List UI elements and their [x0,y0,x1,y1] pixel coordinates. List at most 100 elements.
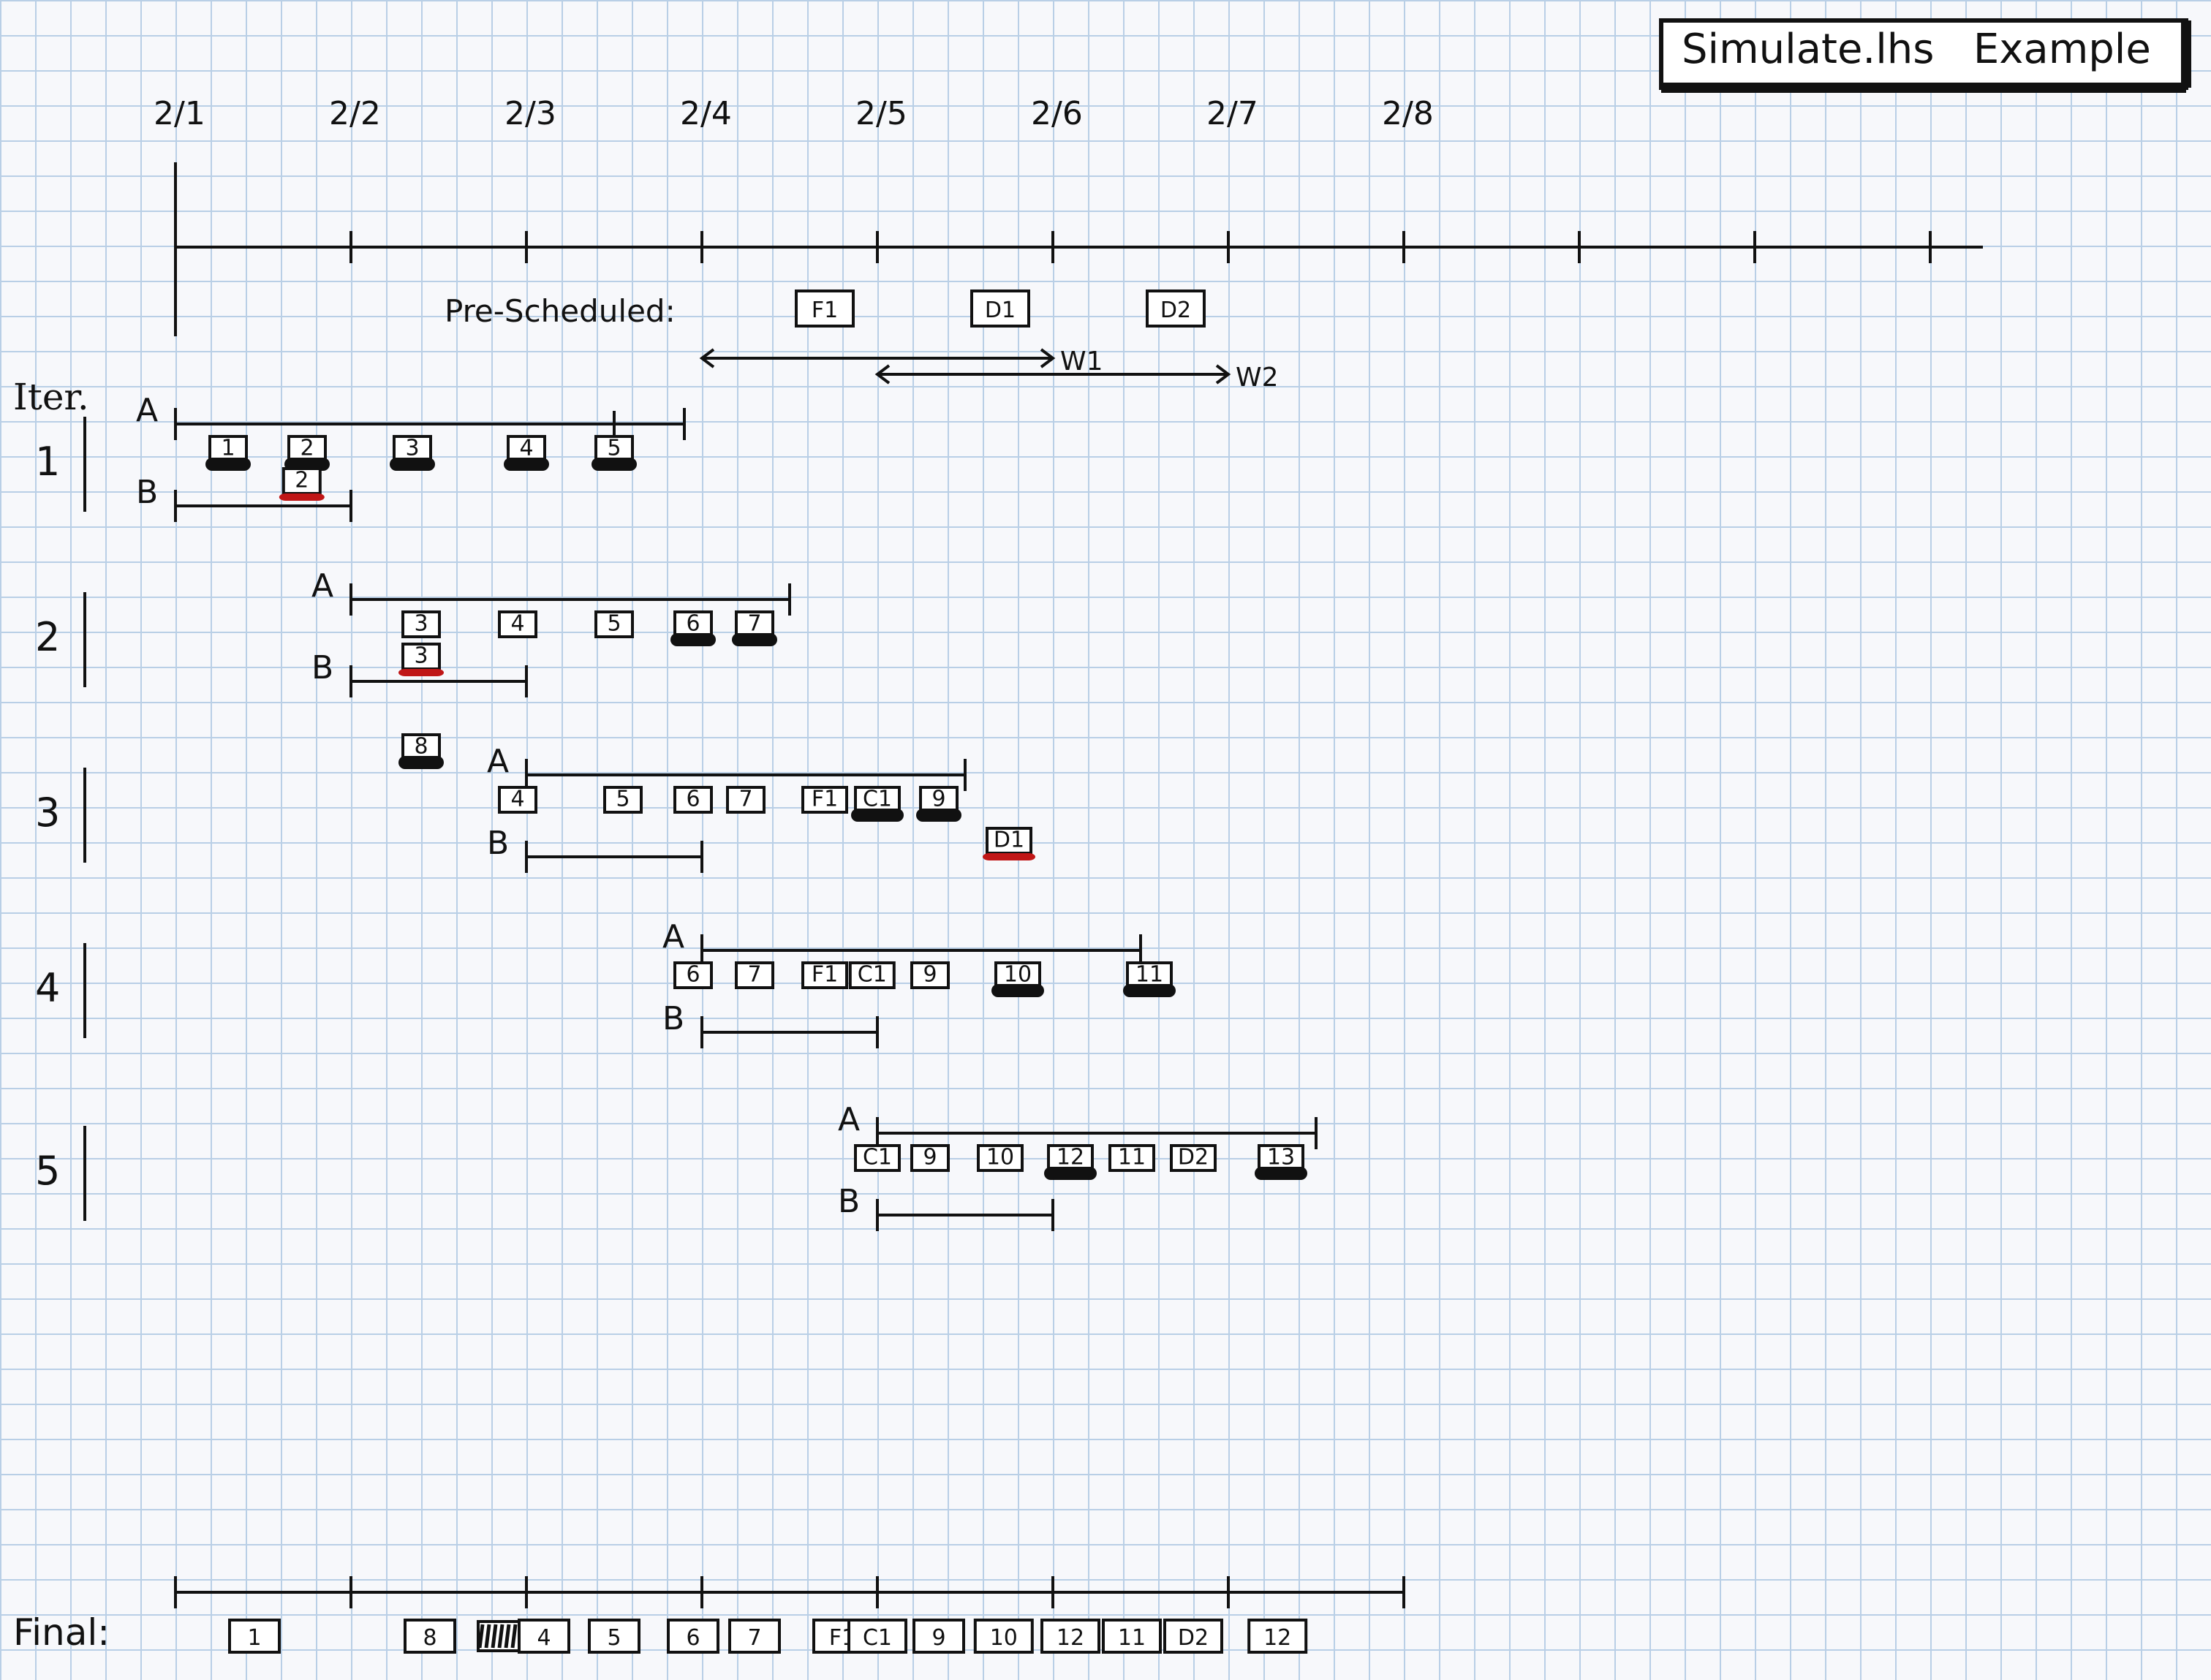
prescheduled-box: F1 [795,290,855,328]
date-label: 2/7 [1206,95,1258,132]
task-box: D1 [986,827,1032,855]
task-label: 7 [738,786,752,811]
task-box: C1 [854,1144,901,1172]
task-box-outline [910,961,950,989]
task-box: F1 [801,961,848,989]
window-label: W2 [1236,363,1279,393]
final-box: 10 [973,1619,1034,1654]
task-box-outline [1126,961,1173,989]
task-box-outline [854,1144,901,1172]
task-label: C1 [858,961,887,987]
task-box: 1 [208,435,248,463]
task-label: 10 [990,1625,1018,1651]
task-label: 6 [686,610,700,636]
prescheduled-label: Pre-Scheduled: [445,293,676,329]
task-box: 11 [1126,961,1173,989]
black-highlight [732,633,777,646]
task-box-outline [1040,1619,1100,1654]
task-label: 5 [607,1625,621,1651]
final-box: 6 [667,1619,719,1654]
task-box-outline [673,786,713,814]
task-box-outline [970,290,1030,328]
black-highlight [205,458,251,471]
task-label: D1 [985,298,1016,323]
resource-label: A [838,1101,860,1138]
scribble-stroke [497,1624,504,1649]
iteration-number: 3 [35,790,60,836]
task-label: 3 [405,435,419,461]
task-label: 11 [1118,1625,1146,1651]
task-label: 3 [414,643,428,668]
resource-line-b: B [662,1000,879,1048]
task-label: 9 [923,961,937,987]
title-box: Simulate.lhs Example [1659,18,2191,93]
task-box: 10 [977,1144,1024,1172]
black-highlight [398,756,444,769]
scribble-stroke [491,1624,498,1649]
task-box: 3 [401,643,441,670]
task-box: 12 [1047,1144,1094,1172]
black-highlight [916,809,961,822]
date-label: 2/6 [1031,95,1083,132]
task-label: F1 [812,786,838,811]
black-highlight [592,458,637,471]
task-box: 9 [910,961,950,989]
task-box: 5 [594,435,634,463]
task-box-outline [912,1619,965,1654]
window-arrow-left [874,364,891,385]
task-label: 9 [923,1144,937,1170]
task-box: 13 [1258,1144,1304,1172]
task-label: C1 [863,1625,892,1651]
task-box: 10 [994,961,1041,989]
task-box-outline [795,290,855,328]
task-label: 5 [607,610,621,636]
task-label: F1 [812,298,838,323]
task-box: 3 [401,610,441,638]
task-box-outline [847,1619,907,1654]
task-box: F1 [801,786,848,814]
task-box-outline [1247,1619,1308,1654]
task-label: 3 [414,610,428,636]
scribble-stroke [504,1624,511,1649]
task-label: 6 [686,961,700,987]
black-highlight [670,633,716,646]
resource-label: B [136,474,158,511]
task-label: C1 [863,786,892,811]
black-highlight [851,809,904,822]
red-highlight [279,493,325,501]
task-box: 5 [594,610,634,638]
final-box: 5 [588,1619,640,1654]
final-box: 4 [518,1619,570,1654]
task-label: 4 [537,1625,551,1651]
iter-label: Iter. [13,376,89,418]
red-highlight [398,669,444,676]
task-box-outline [801,786,848,814]
task-label: 4 [510,786,524,811]
resource-label: A [487,743,509,780]
final-box: 12 [1040,1619,1100,1654]
task-box: 7 [726,786,766,814]
task-box-outline [910,1144,950,1172]
task-box: 6 [673,786,713,814]
date-label: 2/1 [154,95,205,132]
task-box: 4 [507,435,546,463]
task-box: 9 [919,786,959,814]
title-text: Simulate.lhs Example [1682,26,2151,73]
task-box-outline [1108,1144,1155,1172]
window-w2: W2 [874,363,1279,393]
task-label: 5 [607,435,621,461]
task-box-outline [603,786,643,814]
task-box-outline [401,610,441,638]
task-label: 4 [519,435,533,461]
iteration-number: 2 [35,614,60,660]
task-box-outline [673,961,713,989]
window-w1: W1 [699,347,1103,377]
task-box-outline [1047,1144,1094,1172]
task-box: 9 [910,1144,950,1172]
prescheduled-box: D2 [1146,290,1206,328]
task-box-outline [1258,1144,1304,1172]
